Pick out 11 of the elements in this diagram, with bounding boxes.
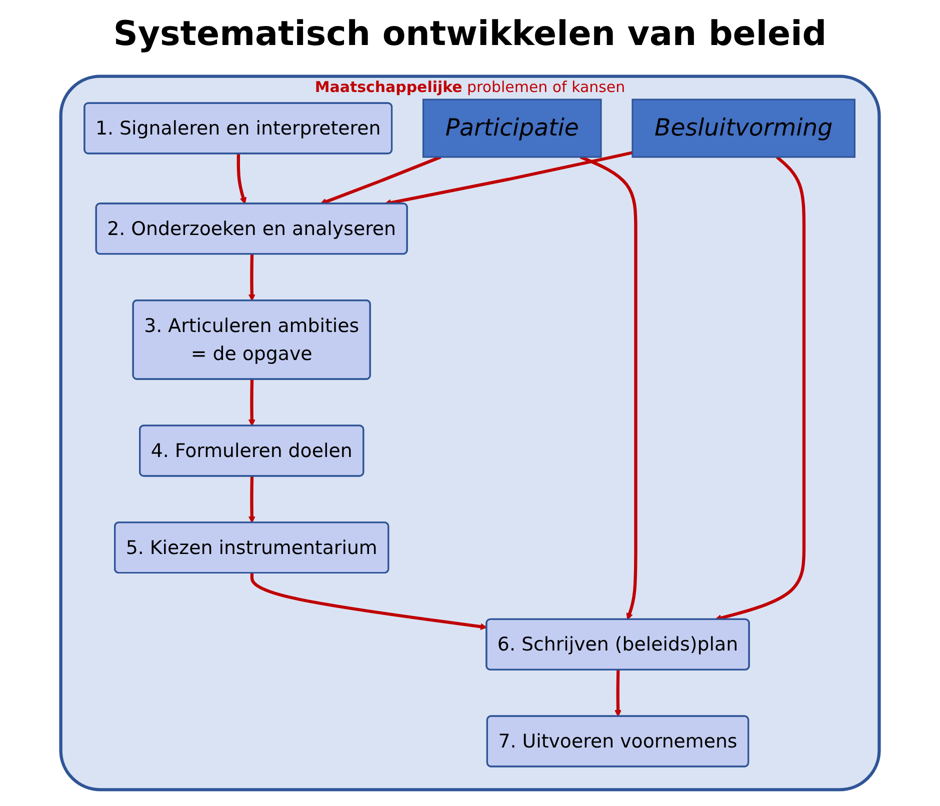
title: Systematisch ontwikkelen van beleid	[112, 13, 828, 56]
arrow	[236, 154, 247, 204]
arrow	[250, 573, 488, 630]
arrow	[248, 254, 256, 302]
arrow	[248, 379, 256, 426]
arrow	[580, 156, 638, 620]
arrow	[320, 156, 442, 205]
arrow	[614, 670, 622, 717]
node-box: Participatie	[422, 98, 602, 158]
node-box: Besluitvorming	[632, 98, 856, 158]
arrow	[248, 476, 256, 524]
